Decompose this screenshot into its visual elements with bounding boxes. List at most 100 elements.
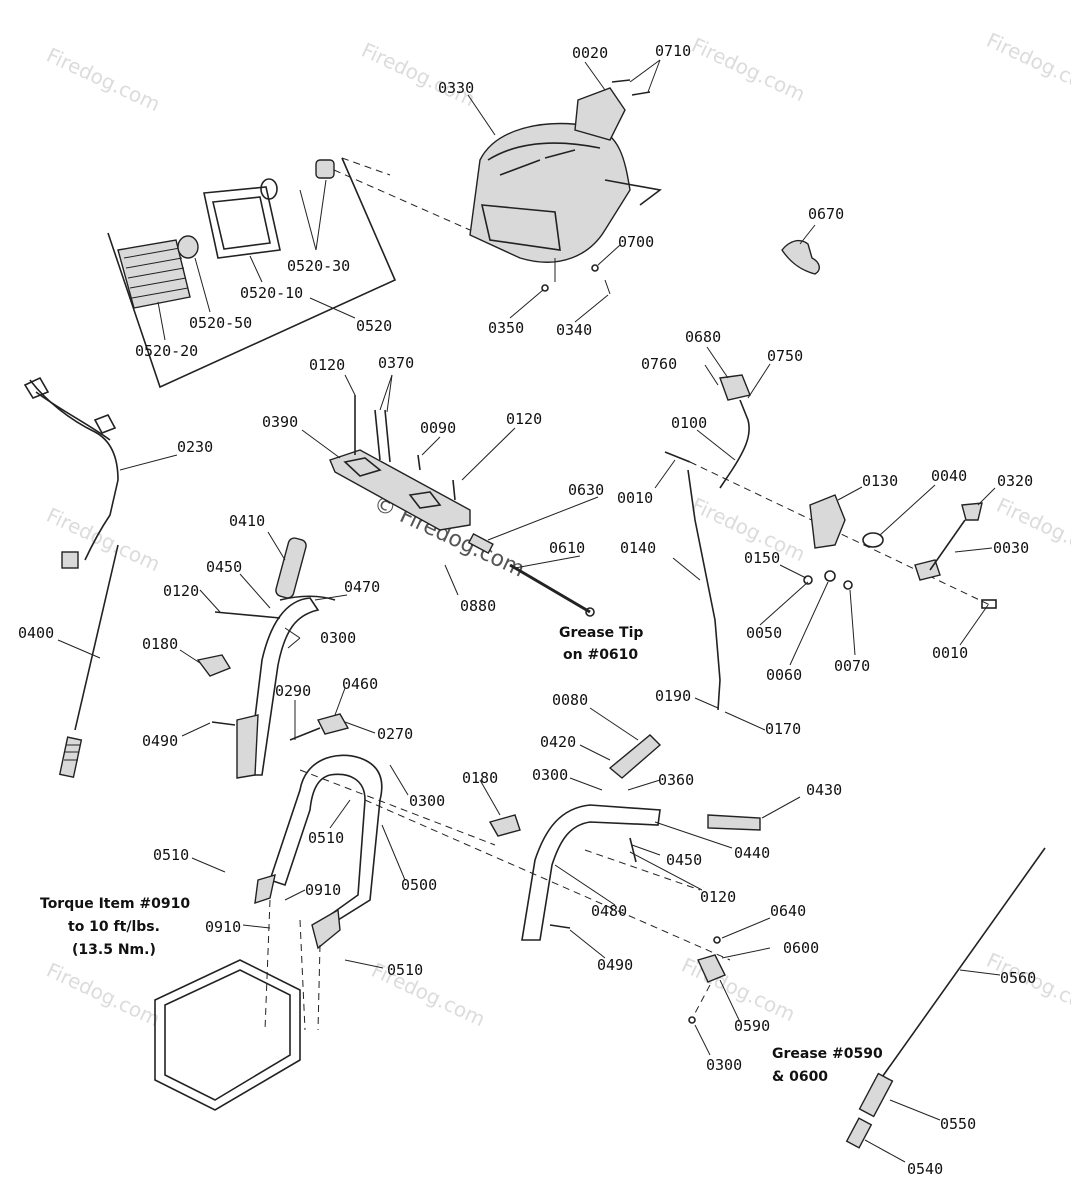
shaft-0610 [467, 532, 595, 617]
part-label-0520-10: 0520-10 [240, 284, 303, 302]
part-label-0010: 0010 [932, 644, 968, 662]
part-label-0080: 0080 [552, 691, 588, 709]
base-frame [154, 899, 321, 1111]
part-label-0130: 0130 [862, 472, 898, 490]
wire-harness [23, 376, 119, 569]
part-label-0490: 0490 [597, 956, 633, 974]
part-label-0390: 0390 [262, 413, 298, 431]
part-label-0520-30: 0520-30 [287, 257, 350, 275]
note-torque: to 10 ft/lbs. [68, 919, 160, 935]
part-label-0510: 0510 [308, 829, 344, 847]
part-label-0510: 0510 [387, 961, 423, 979]
part-label-0290: 0290 [275, 682, 311, 700]
part-label-0470: 0470 [344, 578, 380, 596]
part-label-0140: 0140 [620, 539, 656, 557]
part-label-0430: 0430 [806, 781, 842, 799]
part-label-0060: 0060 [766, 666, 802, 684]
part-label-0910: 0910 [305, 881, 341, 899]
part-label-0230: 0230 [177, 438, 213, 456]
notes: Grease Tip on #0610 Torque Item #0910 to… [40, 625, 883, 1085]
part-label-0480: 0480 [591, 902, 627, 920]
headlight-kit-box [107, 157, 471, 389]
part-label-0680: 0680 [685, 328, 721, 346]
right-handle-assembly [488, 734, 761, 941]
part-label-0030: 0030 [993, 539, 1029, 557]
cable-0560 [845, 847, 1046, 1149]
part-label-0460: 0460 [342, 675, 378, 693]
part-label-0330: 0330 [438, 79, 474, 97]
part-label-0100: 0100 [671, 414, 707, 432]
note-torque: (13.5 Nm.) [72, 942, 156, 958]
part-label-0600: 0600 [783, 939, 819, 957]
part-label-0150: 0150 [744, 549, 780, 567]
cable-0400 [58, 544, 119, 779]
part-label-0630: 0630 [568, 481, 604, 499]
part-label-0360: 0360 [658, 771, 694, 789]
part-label-0560: 0560 [1000, 969, 1036, 987]
part-label-0020: 0020 [572, 44, 608, 62]
part-label-0450: 0450 [666, 851, 702, 869]
watermark: Firedog.com [983, 28, 1071, 101]
part-label-0370: 0370 [378, 354, 414, 372]
part-label-0610: 0610 [549, 539, 585, 557]
part-label-0520-20: 0520-20 [135, 342, 198, 360]
part-label-0400: 0400 [18, 624, 54, 642]
part-labels: 0020 0710 0330 0670 0700 0350 0340 0520-… [18, 42, 1036, 1178]
top-bracket [574, 79, 651, 141]
note-grease: & 0600 [772, 1069, 828, 1085]
part-label-0710: 0710 [655, 42, 691, 60]
note-torque: Torque Item #0910 [40, 896, 190, 912]
part-label-0520-50: 0520-50 [189, 314, 252, 332]
part-label-0170: 0170 [765, 720, 801, 738]
note-grease: Grease #0590 [772, 1046, 883, 1062]
dash-console [469, 122, 662, 295]
main-panel [329, 395, 471, 531]
part-label-0540: 0540 [907, 1160, 943, 1178]
part-label-0120: 0120 [309, 356, 345, 374]
part-label-0670: 0670 [808, 205, 844, 223]
leader-lines [57, 59, 1001, 1163]
part-label-0300: 0300 [706, 1056, 742, 1074]
part-label-0120: 0120 [506, 410, 542, 428]
part-label-0590: 0590 [734, 1017, 770, 1035]
part-label-0180: 0180 [462, 769, 498, 787]
part-label-0120: 0120 [700, 888, 736, 906]
part-label-0010: 0010 [617, 489, 653, 507]
part-label-0510: 0510 [153, 846, 189, 864]
part-label-0340: 0340 [556, 321, 592, 339]
watermark: Firedog.com [43, 43, 164, 116]
part-label-0120: 0120 [163, 582, 199, 600]
part-label-0180: 0180 [142, 635, 178, 653]
part-label-0270: 0270 [377, 725, 413, 743]
part-label-0910: 0910 [205, 918, 241, 936]
part-label-0090: 0090 [420, 419, 456, 437]
part-label-0880: 0880 [460, 597, 496, 615]
part-label-0190: 0190 [655, 687, 691, 705]
part-label-0520: 0520 [356, 317, 392, 335]
part-label-0040: 0040 [931, 467, 967, 485]
clip-0670 [781, 239, 820, 275]
control-rod [664, 374, 991, 711]
part-label-0420: 0420 [540, 733, 576, 751]
watermark: Firedog.com [43, 958, 164, 1031]
part-label-0700: 0700 [618, 233, 654, 251]
shift-bracket [803, 494, 997, 609]
part-label-0350: 0350 [488, 319, 524, 337]
watermark: Firedog.com [678, 953, 799, 1026]
part-label-0640: 0640 [770, 902, 806, 920]
lower-handle-frame [254, 754, 731, 961]
part-label-0550: 0550 [940, 1115, 976, 1133]
part-label-0050: 0050 [746, 624, 782, 642]
part-label-0750: 0750 [767, 347, 803, 365]
part-label-0300: 0300 [320, 629, 356, 647]
part-label-0450: 0450 [206, 558, 242, 576]
part-label-0070: 0070 [834, 657, 870, 675]
part-label-0320: 0320 [997, 472, 1033, 490]
part-label-0300: 0300 [532, 766, 568, 784]
parts-layer [23, 79, 1046, 1149]
watermark: Firedog.com [688, 33, 809, 106]
part-label-0760: 0760 [641, 355, 677, 373]
part-label-0410: 0410 [229, 512, 265, 530]
note-grease-tip: on #0610 [563, 647, 638, 663]
watermark: Firedog.com [358, 38, 479, 111]
